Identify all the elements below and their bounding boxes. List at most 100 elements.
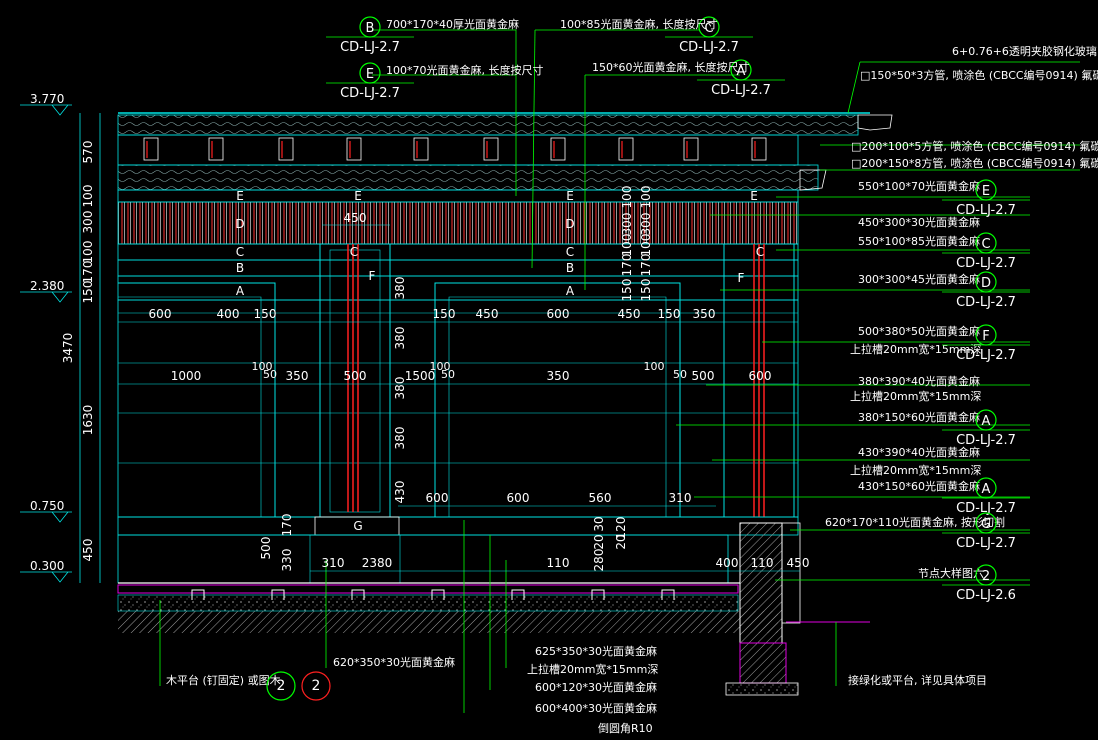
h-dim-8: 350 [693,307,716,321]
callout-a-ref: CD-LJ-2.7 [711,83,771,98]
level-triangle [51,511,69,523]
h-dim-11: 500 [344,369,367,383]
right-note-16: 620*170*110光面黄金麻, 按形切割 [825,515,1005,529]
h-dim-15: 600 [749,369,772,383]
callout-e-letter: E [366,67,374,82]
callout-e-ref: CD-LJ-2.7 [340,86,400,101]
element-letter-2: C [236,245,244,259]
left-dim-0: 570 [81,141,95,164]
left-dim-8: 450 [81,539,95,562]
v-dim-21: 20 [614,534,628,549]
level-0: 3.770 [30,92,64,106]
h-dim-18: 560 [589,491,612,505]
h-dim-3: 150 [433,307,456,321]
v-dim-22: 120 [614,517,628,540]
element-letter-13: E [750,189,758,203]
v-dim-4: 430 [393,481,407,504]
left-dim-6: 3470 [61,333,75,364]
v-dim-10: 100 [620,234,634,257]
purlin [483,137,499,161]
h-dim-14: 500 [692,369,715,383]
element-letter-5: E [354,189,362,203]
anchor-bolt [191,589,205,600]
h-dim-22: 110 [547,556,570,570]
left-dim-7: 1630 [81,405,95,436]
v-dim-15: 100 [639,234,653,257]
element-letter-4: A [236,284,245,298]
bottom-note-3: 600*400*30光面黄金麻 [535,701,657,715]
element-letter-9: D [565,217,574,231]
anchor-bolt [591,589,605,600]
right-circle-5-letter: A [982,482,991,497]
small-dim-0: 100 [252,360,273,373]
right-circle-0-ref: CD-LJ-2.7 [956,203,1016,218]
h-dim-19: 310 [669,491,692,505]
right-circle-3-ref: CD-LJ-2.7 [956,348,1016,363]
right-note-1: □150*50*3方管, 喷涂色 (CBCC编号0914) 氟碳漆 [860,68,1098,82]
right-note-5: 450*300*30光面黄金麻 [858,215,980,229]
purlin [346,137,362,161]
canopy [117,112,893,191]
anchor-bolt [661,589,675,600]
right-note-3: □200*150*8方管, 喷涂色 (CBCC编号0914) 氟碳漆 [851,156,1098,170]
anchor-bolt [511,589,525,600]
h-dim-2: 150 [254,307,277,321]
h-dim-6: 450 [618,307,641,321]
right-circle-3-letter: F [982,329,989,344]
h-dim-25: 450 [787,556,810,570]
callout-c-note: 100*85光面黄金麻, 长度按尺寸 [560,17,718,31]
callout-c-letter: C [704,21,713,36]
anchor-bolts [191,589,675,600]
v-dim-1: 380 [393,327,407,350]
h-dim-21: 2380 [362,556,393,570]
element-letter-10: C [566,245,574,259]
left-dim-4: 170 [81,261,95,284]
small-dim-1: 50 [263,368,277,381]
element-letter-1: D [235,217,244,231]
level-1: 2.380 [30,279,64,293]
h-dim-17: 600 [507,491,530,505]
level-marks [20,104,72,583]
bottom-note-1: 上拉槽20mm宽*15mm深 [527,662,658,676]
purlin [683,137,699,161]
right-note-9: 上拉槽20mm宽*15mm深 [850,342,981,356]
element-letter-3: B [236,261,244,275]
v-dim-16: 170 [639,254,653,277]
v-dim-0: 380 [393,277,407,300]
level-2: 0.750 [30,499,64,513]
left-dim-1: 100 [81,185,95,208]
right-circle-6-ref: CD-LJ-2.7 [956,536,1016,551]
callout-b-ref: CD-LJ-2.7 [340,40,400,55]
element-letter-11: B [566,261,574,275]
beam-dim-450: 450 [344,211,367,225]
h-dim-0: 600 [149,307,172,321]
right-circle-7-ref: CD-LJ-2.6 [956,588,1016,603]
bottom-note-2: 600*120*30光面黄金麻 [535,680,657,694]
right-note-17: 节点大样图六 [918,566,984,580]
detail-symbol-circle-2 [301,671,331,701]
purlin [550,137,566,161]
h-dim-16: 600 [426,491,449,505]
v-dim-9: 300 [620,213,634,236]
v-dim-8: 100 [620,186,634,209]
callout-b-letter: B [366,21,375,36]
v-dim-13: 100 [639,186,653,209]
right-note-4: 550*100*70光面黄金麻 [858,179,980,193]
element-letter-16: G [353,519,362,533]
right-note-13: 430*390*40光面黄金麻 [858,445,980,459]
v-dim-17: 150 [639,279,653,302]
callout-e-note: 100*70光面黄金麻, 长度按尺寸 [386,63,544,77]
v-dim-6: 330 [280,549,294,572]
left-dim-5: 150 [81,281,95,304]
right-circle-7-letter: 2 [982,569,990,584]
right-note-7: 300*300*45光面黄金麻 [858,272,980,286]
small-dim-4: 100 [644,360,665,373]
v-dim-18: 280 [592,549,606,572]
h-dim-20: 310 [322,556,345,570]
right-note-10: 380*390*40光面黄金麻 [858,374,980,388]
h-dim-4: 450 [476,307,499,321]
right-note-8: 500*380*50光面黄金麻 [858,324,980,338]
h-dim-9: 1000 [171,369,202,383]
anchor-bolt [431,589,445,600]
